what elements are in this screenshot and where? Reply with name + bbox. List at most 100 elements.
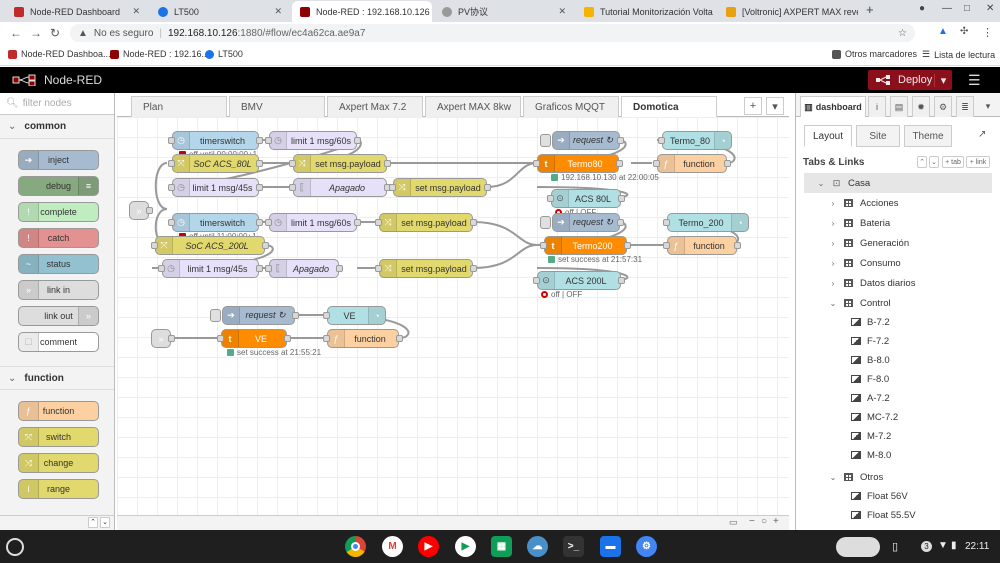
palette-node-switch[interactable]: ⤧switch	[18, 427, 99, 447]
other-bookmarks[interactable]: Otros marcadores	[832, 49, 917, 59]
output-port[interactable]	[384, 160, 391, 167]
collapse-icon[interactable]: ⌃	[917, 156, 927, 168]
debug-bug-icon[interactable]: ✹	[912, 96, 930, 117]
flow-node-gauge-termo200[interactable]: Termo_200◔	[663, 213, 749, 232]
minimize-icon[interactable]: —	[942, 3, 952, 14]
flow-node-http-request[interactable]: ➔request ↻	[540, 131, 624, 150]
output-port[interactable]	[292, 312, 299, 319]
browser-tab[interactable]: PV协议✕	[434, 1, 574, 22]
input-port[interactable]	[547, 195, 554, 202]
tab-domotica[interactable]: Domotica	[621, 96, 717, 118]
palette-category-function[interactable]: ⌄function	[0, 366, 114, 390]
input-port[interactable]	[663, 219, 670, 226]
output-port[interactable]	[256, 184, 263, 191]
output-port[interactable]	[724, 160, 731, 167]
input-port[interactable]	[168, 219, 175, 226]
input-port[interactable]	[168, 184, 175, 191]
output-port[interactable]	[484, 184, 491, 191]
tree-widget[interactable]: Float 56V	[804, 486, 992, 506]
context-db-icon[interactable]: ≣	[956, 96, 974, 117]
browser-tab[interactable]: LT500✕	[150, 1, 290, 22]
output-port[interactable]	[284, 335, 291, 342]
flow-node-timerswitch[interactable]: ◷timerswitch	[168, 131, 263, 150]
flow-node-switch-soc[interactable]: ⤧SoC ACS_80L	[168, 154, 263, 173]
zoom-in-icon[interactable]: +	[773, 516, 779, 527]
tree-widget[interactable]: B-8.0	[804, 350, 992, 370]
input-port[interactable]	[289, 160, 296, 167]
flow-node-limit[interactable]: ◷limit 1 msg/45s	[158, 259, 263, 278]
flow-node-link-in[interactable]: »	[129, 201, 153, 220]
flow-node-apagado[interactable]: ⟦Apagado	[289, 178, 391, 197]
browser-tab[interactable]: [Voltronic] AXPERT MAX reve✕	[718, 1, 858, 22]
launcher-icon[interactable]	[6, 538, 24, 556]
bookmark-item[interactable]: Node-RED : 192.16...	[110, 49, 209, 59]
files-icon[interactable]: ▬	[600, 536, 621, 557]
tree-group[interactable]: ⌄Control	[829, 297, 891, 309]
tree-group[interactable]: ›Datos diarios	[804, 273, 992, 293]
sidebar-tab-dashboard[interactable]: ▥dashboard	[800, 96, 866, 117]
output-port[interactable]	[734, 242, 741, 249]
close-tab-icon[interactable]: ✕	[132, 6, 140, 16]
input-port[interactable]	[533, 160, 540, 167]
zoom-reset-icon[interactable]: ○	[761, 516, 768, 527]
palette-node-link-in[interactable]: »link in	[18, 280, 99, 300]
add-flow-icon[interactable]: +	[744, 97, 762, 115]
palette-node-complete[interactable]: !complete	[18, 202, 99, 222]
bookmark-item[interactable]: Node-RED Dashboa...	[8, 49, 111, 59]
phone-hub-icon[interactable]: ▯	[892, 541, 899, 553]
info-icon[interactable]: i	[868, 96, 886, 117]
external-link-icon[interactable]: ↗	[978, 129, 987, 140]
settings-icon[interactable]: ⚙	[636, 536, 657, 557]
star-icon[interactable]: ☆	[898, 27, 907, 39]
input-port[interactable]	[265, 137, 272, 144]
output-port[interactable]	[624, 242, 631, 249]
output-port[interactable]	[354, 219, 361, 226]
flow-node-timerswitch[interactable]: ◷timerswitch	[168, 213, 263, 232]
notification-badge[interactable]: 3	[921, 541, 932, 552]
tab-bmv[interactable]: BMV	[229, 96, 325, 117]
forward-icon[interactable]: →	[30, 26, 42, 40]
palette-node-catch[interactable]: !catch	[18, 228, 99, 248]
add-link-button[interactable]: + link	[966, 156, 990, 168]
output-port[interactable]	[617, 219, 624, 226]
menu-dots-icon[interactable]: ⋮	[982, 27, 993, 39]
reading-list[interactable]: ☰Lista de lectura	[922, 49, 996, 60]
input-port[interactable]	[168, 137, 175, 144]
trigger-button[interactable]	[540, 216, 551, 229]
tab-theme[interactable]: Theme	[904, 125, 952, 147]
clock[interactable]: 22:11	[965, 541, 990, 552]
tree-widget[interactable]: F-8.0	[804, 369, 992, 389]
tree-group[interactable]: ›Acciones	[804, 193, 992, 213]
tree-widget[interactable]: M-7.2	[804, 426, 992, 446]
close-tab-icon[interactable]: ✕	[274, 6, 282, 16]
bookmark-item[interactable]: LT500	[205, 49, 243, 59]
input-port[interactable]	[663, 242, 670, 249]
tree-group[interactable]: ›Consumo	[804, 253, 992, 273]
deploy-button[interactable]: Deploy ▾	[868, 70, 952, 90]
tree-group[interactable]: ›Generación	[804, 233, 992, 253]
flow-node-change[interactable]: ⤨set msg.payload	[375, 213, 477, 232]
palette-node-change[interactable]: ⤨change	[18, 453, 99, 473]
input-port[interactable]	[168, 160, 175, 167]
holding-space-icon[interactable]	[836, 537, 880, 557]
palette-node-inject[interactable]: ➔inject	[18, 150, 99, 170]
flow-node-gauge-ve[interactable]: VE◔	[323, 306, 386, 325]
tree-widget[interactable]: MC-7.2	[804, 407, 992, 427]
expand-icon[interactable]: ⌄	[929, 156, 939, 168]
input-port[interactable]	[265, 219, 272, 226]
tab-plan[interactable]: Plan	[131, 96, 227, 117]
tab-graficos-mqqt[interactable]: Graficos MQQT	[523, 96, 619, 117]
sidebar-more-icon[interactable]: ▾	[985, 101, 991, 111]
input-port[interactable]	[540, 242, 547, 249]
flow-node-change[interactable]: ⤨set msg.payload	[389, 178, 491, 197]
input-port[interactable]	[151, 242, 158, 249]
help-book-icon[interactable]: ▤	[890, 96, 908, 117]
flow-canvas[interactable]: ◷timerswitch off until 00:00:00+1 ◷limit…	[117, 117, 789, 515]
maximize-icon[interactable]: □	[964, 3, 971, 14]
drive-icon[interactable]: ▲	[938, 26, 948, 37]
